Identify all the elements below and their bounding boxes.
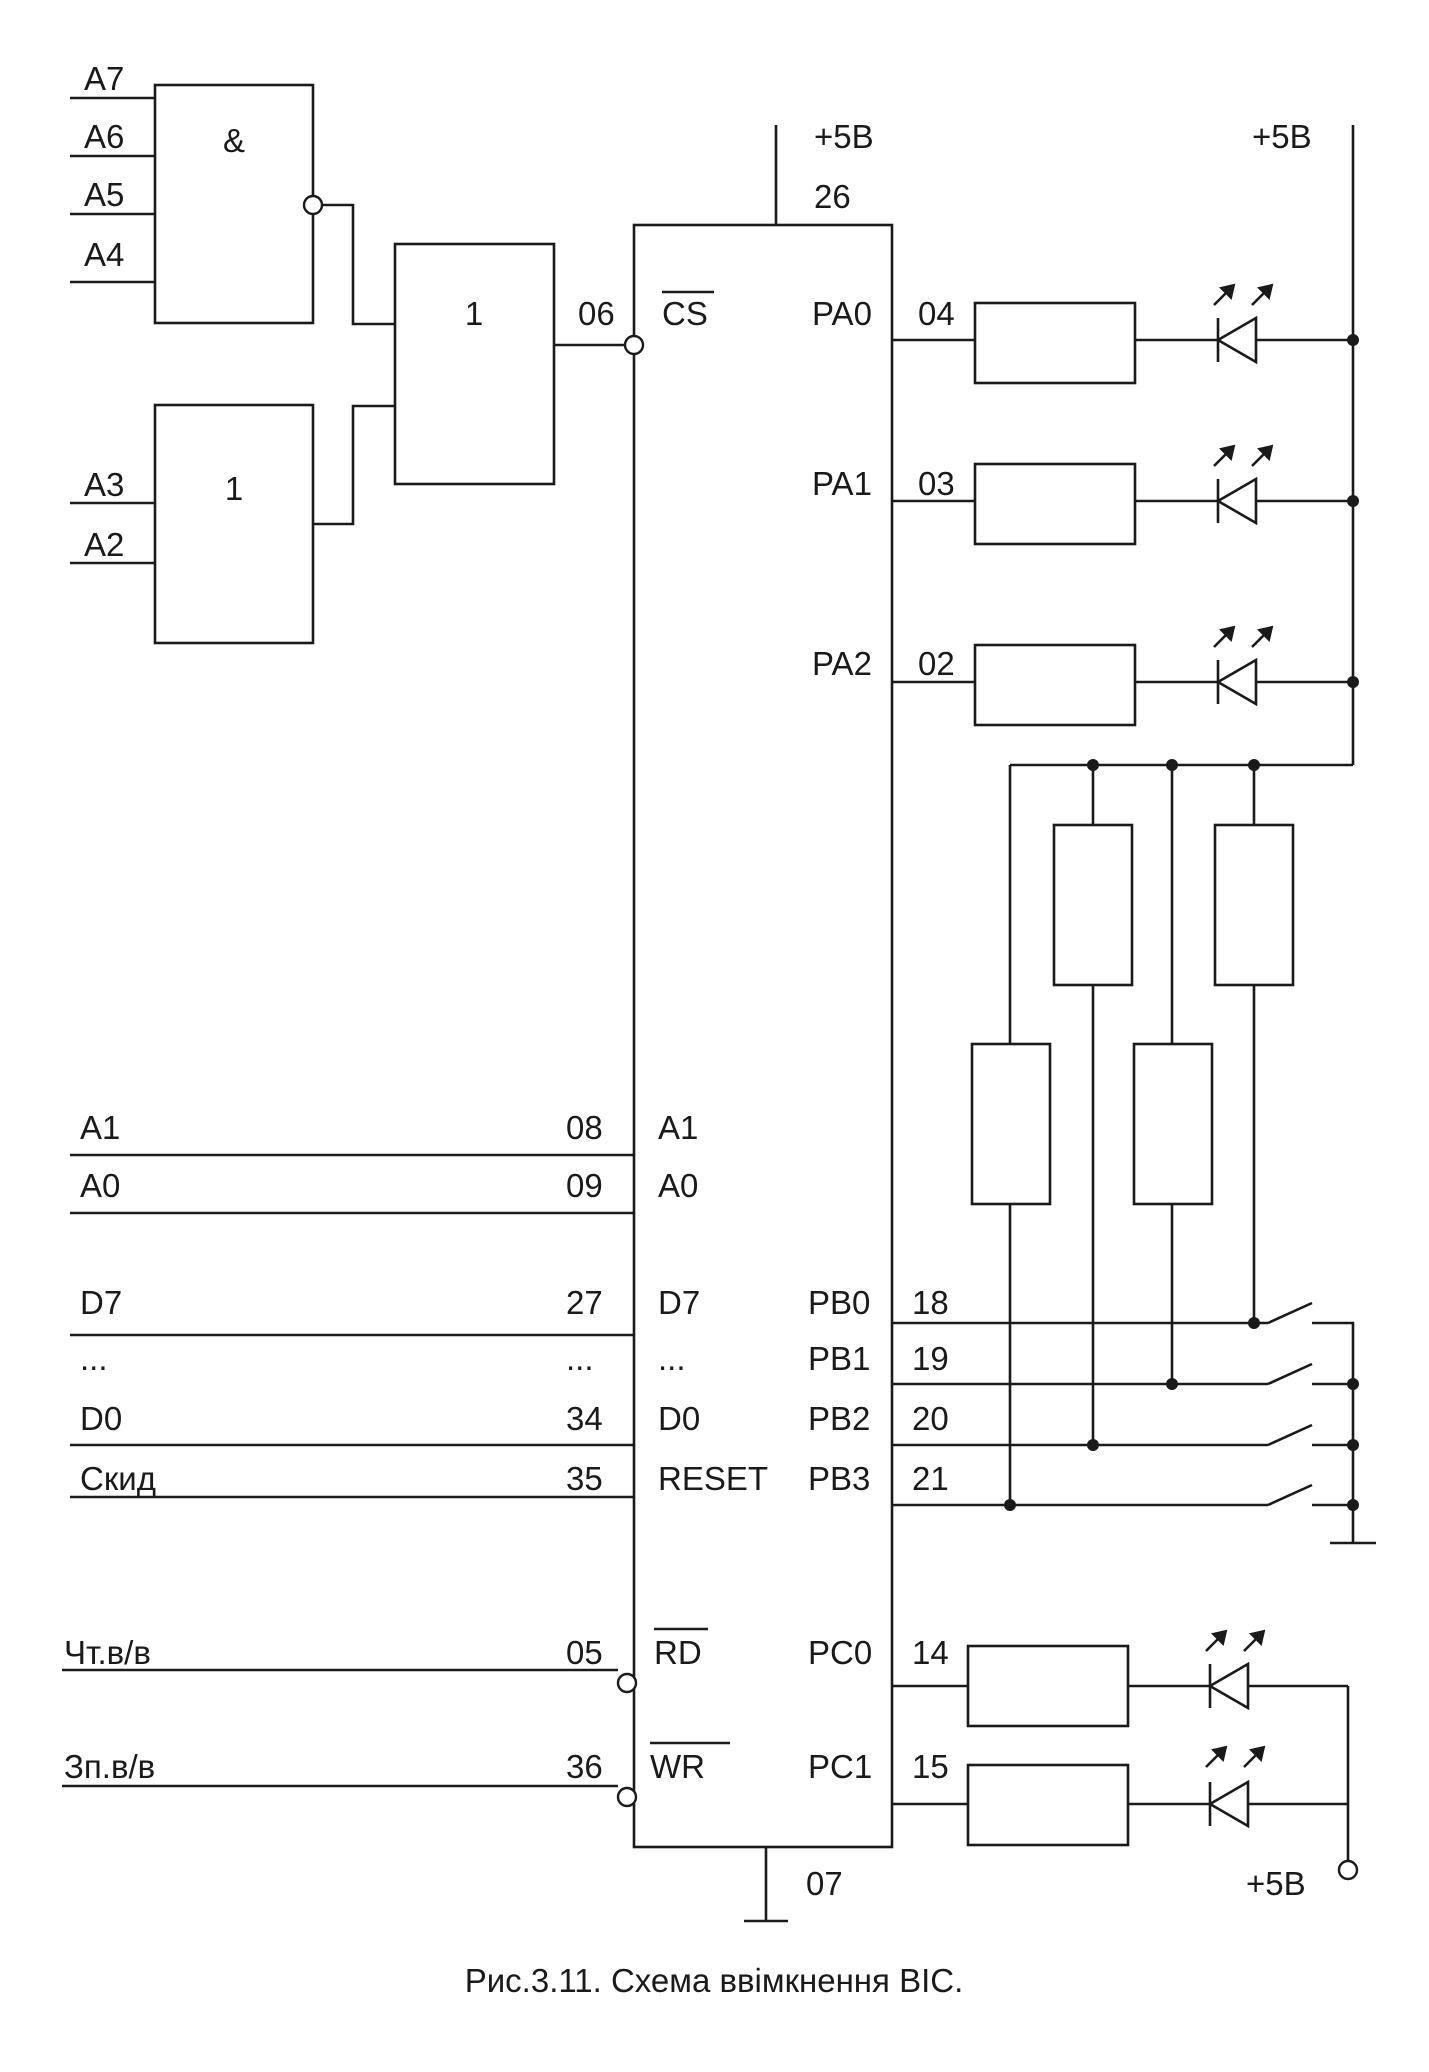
pin-num-34: 34 (566, 1400, 603, 1437)
pin-name-a0: A0 (658, 1167, 698, 1204)
pin-name-ellipsis: ... (658, 1340, 686, 1377)
bus-label-read: Чт.в/в (64, 1634, 151, 1671)
chip-vcc-label: +5В (814, 118, 874, 155)
pin-name-wr: WR (650, 1748, 705, 1785)
chip-vcc-pin: 26 (814, 178, 851, 215)
nand-inverter-bubble (302, 194, 324, 216)
or-gate-low: 1 A3 A2 (70, 403, 395, 645)
nand-gate-symbol: & (223, 122, 245, 159)
chip: +5В 26 07 06 CS 08 A1 09 A0 27 D7 ... ..… (566, 118, 955, 1923)
bus-label-reset: Скид (80, 1460, 156, 1497)
pin-name-d0: D0 (658, 1400, 700, 1437)
bus-label-d0: D0 (80, 1400, 122, 1437)
pin-num-06: 06 (578, 295, 615, 332)
nand-gate: & A7 A6 A5 A4 (70, 60, 395, 326)
pin-name-reset: RESET (658, 1460, 768, 1497)
port-b-switches (892, 1301, 1376, 1545)
bus-label-d7: D7 (80, 1284, 122, 1321)
chip-gnd-pin: 07 (806, 1865, 843, 1902)
pin-num-02: 02 (918, 645, 955, 682)
or-gate-low-symbol: 1 (225, 470, 243, 507)
or-gate-cs-symbol: 1 (465, 295, 483, 332)
bottom-vcc-label: +5В (1246, 1865, 1306, 1902)
pin-num-35: 35 (566, 1460, 603, 1497)
pin-name-a1: A1 (658, 1109, 698, 1146)
input-label-a6: A6 (84, 118, 124, 155)
port-a-led-1 (892, 444, 1353, 546)
pin-num-14: 14 (912, 1634, 949, 1671)
pin-num-27: 27 (566, 1284, 603, 1321)
pin-name-d7: D7 (658, 1284, 700, 1321)
pin-name-pb3: PB3 (808, 1460, 870, 1497)
pin-name-pb0: PB0 (808, 1284, 870, 1321)
bus-label-write: Зп.в/в (64, 1748, 155, 1785)
bus-lines: A1 A0 D7 ... D0 Скид Чт.в/в Зп.в/в (62, 1109, 634, 1788)
input-label-a7: A7 (84, 60, 124, 97)
port-c-supply: +5В (1246, 1686, 1359, 1902)
pin-num-15: 15 (912, 1748, 949, 1785)
or-gate-cs: 1 (393, 242, 625, 486)
bus-label-ellipsis: ... (80, 1340, 108, 1377)
pin-name-pc1: PC1 (808, 1748, 872, 1785)
pin-num-03: 03 (918, 465, 955, 502)
pin-num-ellipsis: ... (566, 1340, 594, 1377)
port-a-led-2 (892, 625, 1353, 727)
pin-name-pa0: PA0 (812, 295, 872, 332)
port-c-led-1 (892, 1745, 1348, 1847)
bus-label-a1: A1 (80, 1109, 120, 1146)
pin-num-21: 21 (912, 1460, 949, 1497)
pin-name-pa2: PA2 (812, 645, 872, 682)
pin-num-09: 09 (566, 1167, 603, 1204)
pin-num-19: 19 (912, 1340, 949, 1377)
input-label-a5: A5 (84, 176, 124, 213)
rail-vcc-label: +5В (1252, 118, 1312, 155)
port-c-led-0 (892, 1629, 1348, 1728)
figure-caption: Рис.3.11. Схема ввімкнення ВІС. (465, 1962, 964, 1999)
bus-label-a0: A0 (80, 1167, 120, 1204)
pin-num-18: 18 (912, 1284, 949, 1321)
input-label-a3: A3 (84, 466, 124, 503)
pin-name-pc0: PC0 (808, 1634, 872, 1671)
pin-num-05: 05 (566, 1634, 603, 1671)
port-a-led-0 (892, 283, 1353, 385)
input-label-a4: A4 (84, 236, 124, 273)
port-b-pullups (970, 765, 1295, 1505)
pin-num-04: 04 (918, 295, 955, 332)
pin-num-20: 20 (912, 1400, 949, 1437)
pin-name-pb1: PB1 (808, 1340, 870, 1377)
pin-name-pa1: PA1 (812, 465, 872, 502)
pin-name-cs: CS (662, 295, 708, 332)
pin-name-pb2: PB2 (808, 1400, 870, 1437)
pin-name-rd: RD (654, 1634, 702, 1671)
pin-num-08: 08 (566, 1109, 603, 1146)
supply-terminal-icon (1337, 1859, 1359, 1881)
pin-num-36: 36 (566, 1748, 603, 1785)
input-label-a2: A2 (84, 526, 124, 563)
